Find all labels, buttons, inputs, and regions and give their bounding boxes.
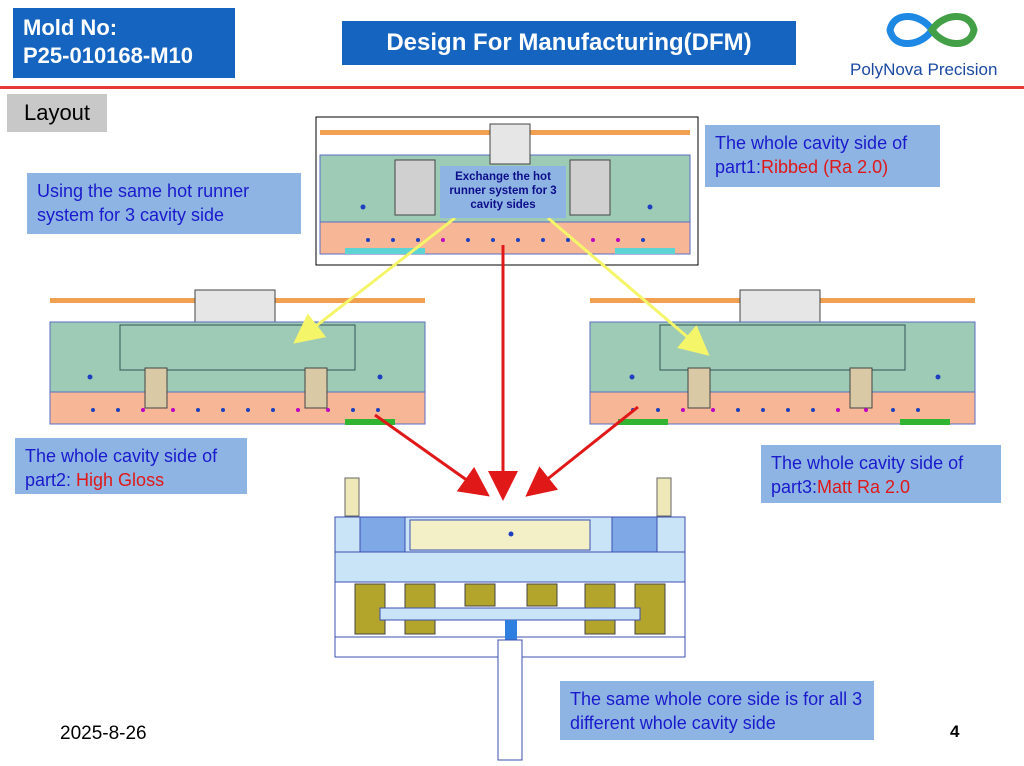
part3-note-prefix: The whole cavity side of part3: [771,453,964,497]
yellow-arrow-right [547,216,710,356]
page-title: Design For Manufacturing(DFM) [342,21,796,65]
mold-number-value: P25-010168-M10 [23,43,194,68]
red-arrow-right [525,405,639,497]
yellow-arrow-left [293,216,456,344]
core-side-note: The same whole core side is for all 3 di… [560,681,874,740]
part3-cavity-drawing [589,289,976,425]
header-divider [0,86,1024,89]
core-side-drawing [334,477,686,761]
part3-finish: Matt Ra 2.0 [817,477,911,497]
logo-icon [886,13,978,47]
hot-runner-note: Using the same hot runner system for 3 c… [27,173,301,234]
exchange-hot-runner-label: Exchange the hot runner system for 3 cav… [440,166,566,218]
mold-number-label: Mold No: [23,15,118,40]
part1-finish: Ribbed (Ra 2.0) [761,157,889,177]
part2-cavity-drawing [49,289,426,425]
mold-number-box: Mold No: P25-010168-M10 [13,8,235,78]
footer-date: 2025-8-26 [60,723,147,744]
part1-note: The whole cavity side of part1:Ribbed (R… [705,125,940,187]
logo-text: PolyNova Precision [850,60,998,79]
page-number: 4 [950,722,960,741]
part2-note-prefix: The whole cavity side of part2: [25,446,218,490]
part2-note: The whole cavity side of part2: High Glo… [15,438,247,494]
red-arrow-left [374,413,490,497]
part1-note-prefix: The whole cavity side of part1: [715,133,908,177]
part2-finish: High Gloss [76,470,165,490]
section-tag: Layout [7,94,107,132]
part3-note: The whole cavity side of part3:Matt Ra 2… [761,445,1001,503]
